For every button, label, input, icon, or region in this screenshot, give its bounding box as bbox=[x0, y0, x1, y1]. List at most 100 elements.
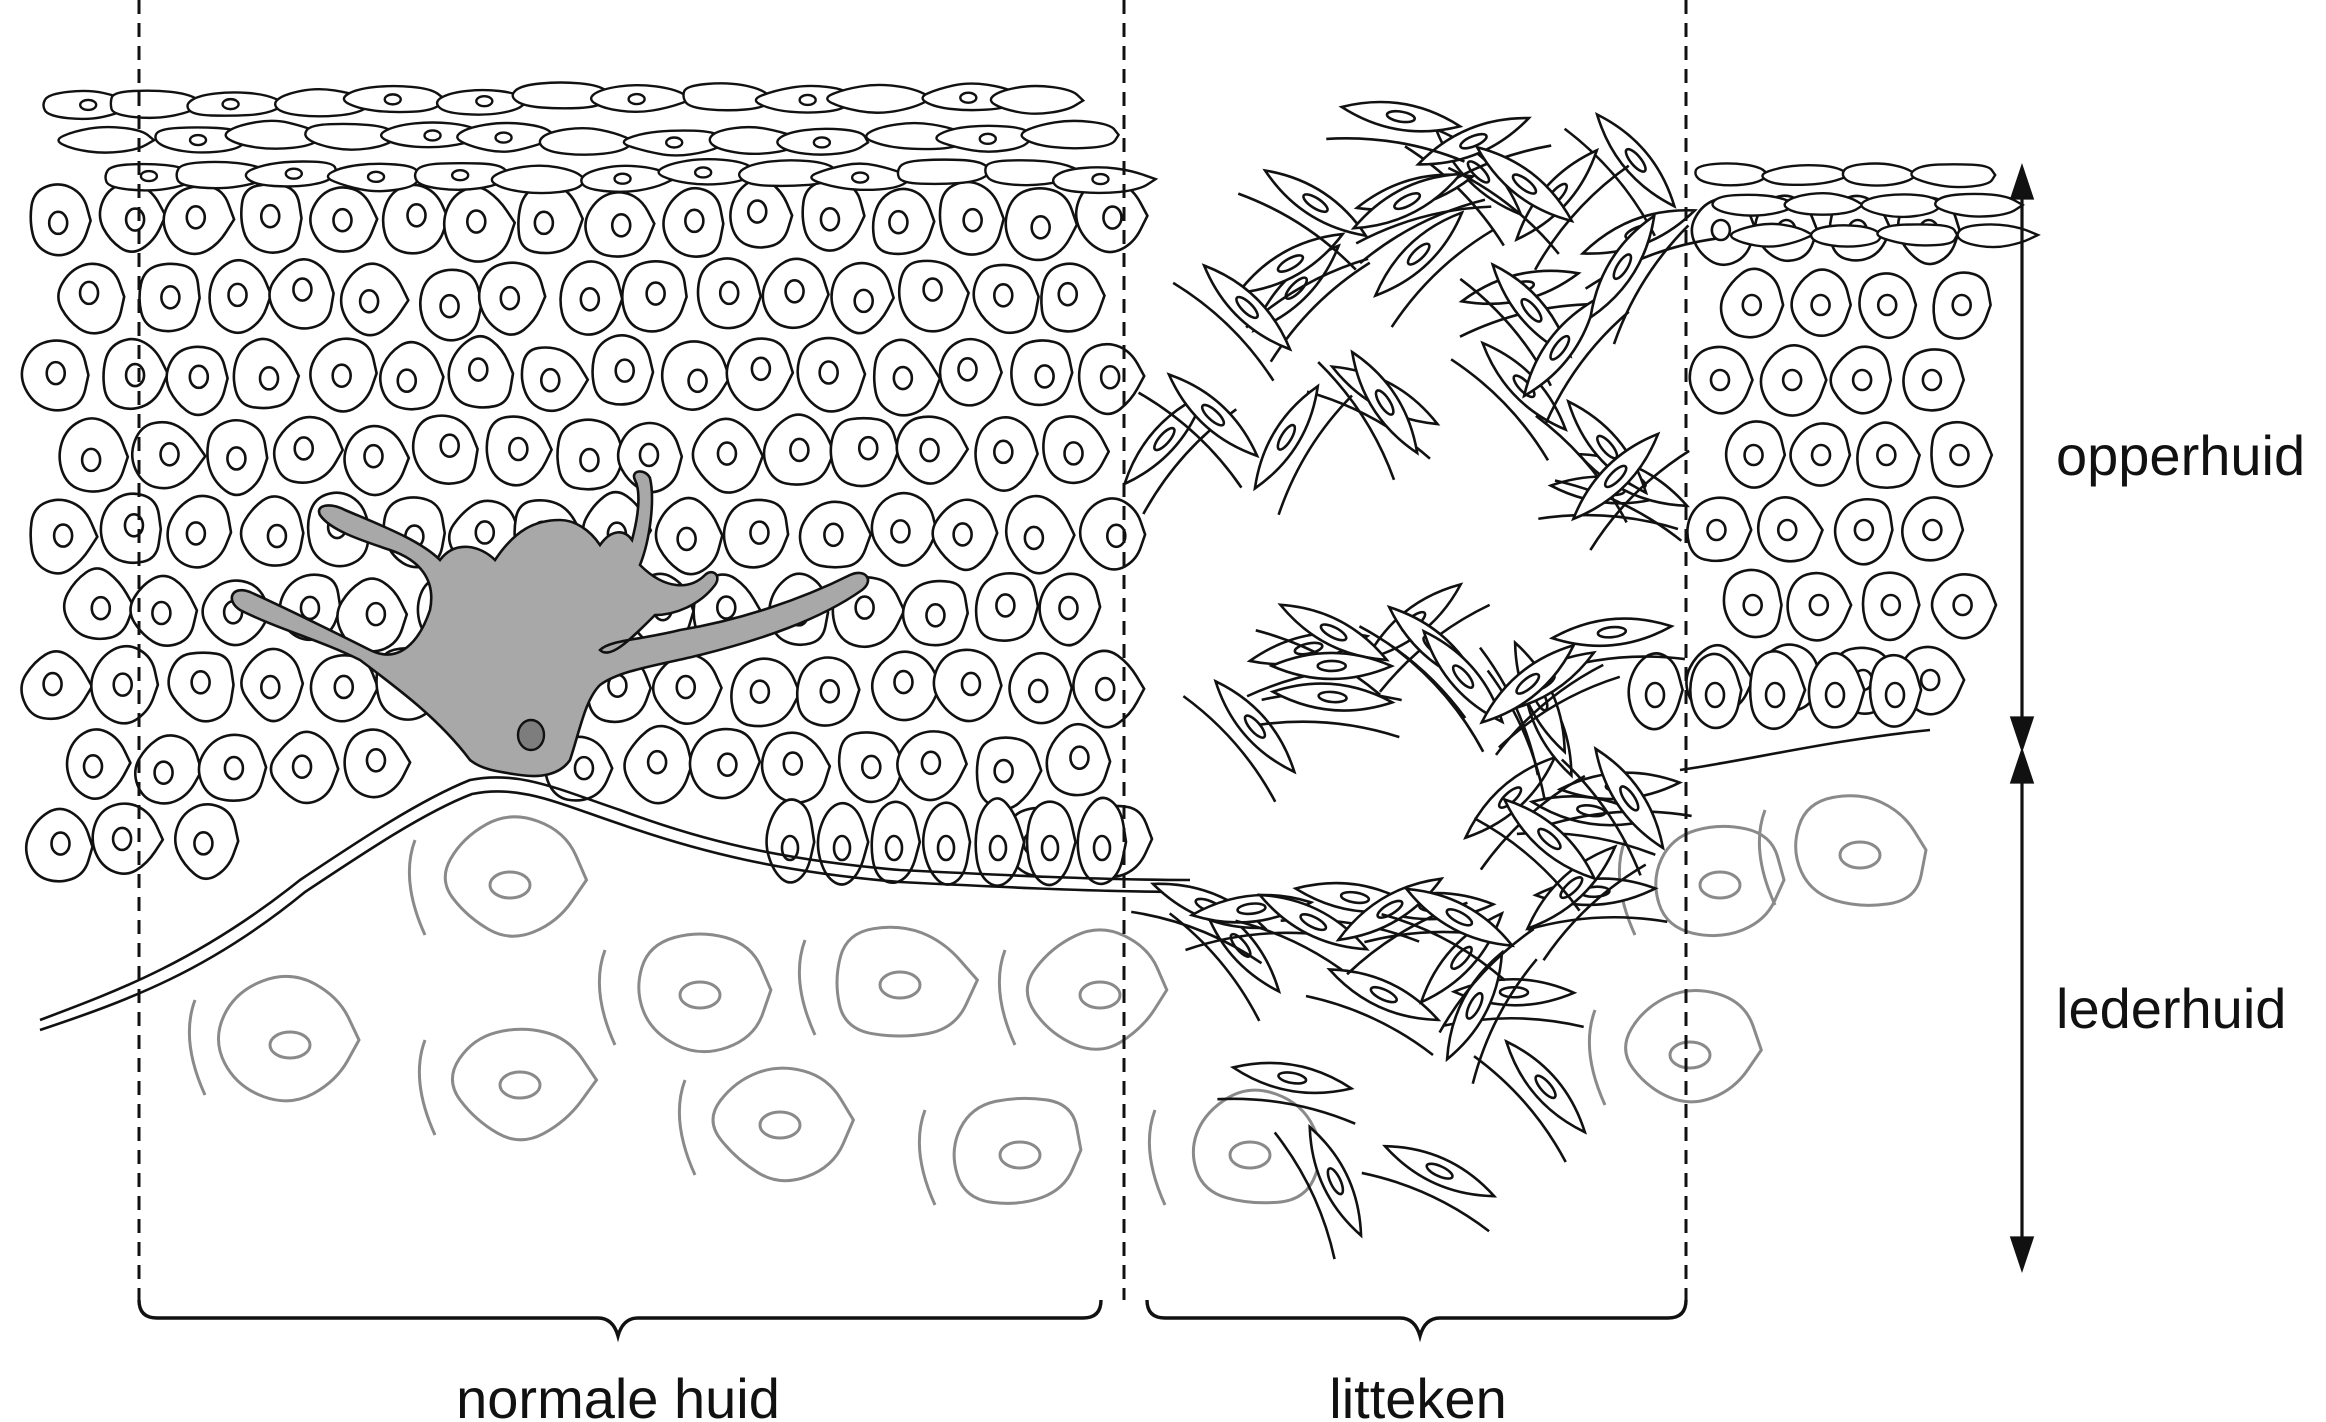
collagen-fiber bbox=[1359, 198, 1486, 265]
scar-cell bbox=[1381, 887, 1516, 982]
cell-nucleus bbox=[1319, 623, 1348, 642]
cell-nucleus bbox=[1057, 281, 1079, 307]
cell-nucleus bbox=[893, 669, 914, 695]
cell-nucleus bbox=[259, 203, 281, 229]
cell-nucleus bbox=[819, 679, 841, 704]
cell-nucleus bbox=[812, 136, 832, 149]
cell-nucleus bbox=[193, 831, 214, 856]
collagen-fiber bbox=[1538, 513, 1679, 531]
cell-nucleus bbox=[750, 356, 772, 382]
cell-nucleus bbox=[406, 203, 427, 228]
cell-nucleus bbox=[1949, 443, 1970, 467]
cell-nucleus bbox=[111, 826, 133, 852]
cell-nucleus bbox=[1027, 678, 1049, 704]
cell-nucleus bbox=[333, 674, 355, 700]
cell-nucleus bbox=[499, 285, 521, 311]
cell-nucleus bbox=[1876, 293, 1898, 317]
cell-nucleus bbox=[160, 285, 181, 310]
cell-nucleus bbox=[494, 131, 513, 144]
cell-nucleus bbox=[920, 750, 942, 776]
collagen-fiber bbox=[1217, 1097, 1356, 1125]
cell-nucleus bbox=[1880, 593, 1902, 617]
cell-nucleus bbox=[579, 447, 600, 473]
collagen-fiber bbox=[1317, 361, 1396, 481]
cell-nucleus bbox=[1465, 991, 1484, 1020]
cell-nucleus bbox=[396, 368, 418, 394]
cell-nucleus bbox=[1276, 254, 1305, 273]
cell-nucleus bbox=[1276, 423, 1297, 451]
cell-nucleus bbox=[819, 207, 841, 232]
scar-cell bbox=[1390, 628, 1505, 753]
dermis-nucleus bbox=[678, 980, 722, 1010]
collagen-fiber bbox=[1381, 912, 1506, 982]
cell-nucleus bbox=[1406, 242, 1431, 266]
collagen-fiber bbox=[1554, 479, 1683, 542]
cell-nucleus bbox=[1922, 518, 1943, 542]
cell-nucleus bbox=[823, 522, 844, 548]
cell-nucleus bbox=[1326, 1167, 1345, 1196]
collagen-fiber bbox=[1473, 1055, 1567, 1163]
dermis-fiber bbox=[597, 949, 617, 1046]
cell-nucleus bbox=[45, 360, 67, 386]
dermis-cell bbox=[216, 974, 361, 1103]
cell-nucleus bbox=[190, 670, 211, 695]
cell-nucleus bbox=[1063, 441, 1084, 466]
cell-nucleus bbox=[1451, 664, 1475, 690]
collagen-fiber bbox=[1584, 237, 1717, 290]
cell-nucleus bbox=[258, 366, 280, 391]
cell-nucleus bbox=[266, 523, 288, 549]
cell-nucleus bbox=[988, 834, 1008, 862]
cell-nucleus bbox=[959, 91, 978, 104]
dermis-fiber bbox=[187, 999, 207, 1096]
cell-nucleus bbox=[892, 365, 914, 391]
scar-cell bbox=[1447, 145, 1575, 255]
cell-nucleus bbox=[78, 98, 98, 112]
cell-nucleus bbox=[124, 362, 146, 388]
cell-nucleus bbox=[185, 521, 207, 546]
cell-nucleus bbox=[1921, 368, 1943, 392]
cell-nucleus bbox=[465, 209, 487, 234]
cell-nucleus bbox=[1764, 681, 1786, 709]
cell-nucleus bbox=[1776, 518, 1798, 542]
cell-nucleus bbox=[1781, 368, 1803, 392]
surface-cell bbox=[304, 122, 401, 151]
cell-nucleus bbox=[888, 209, 909, 235]
dermis-nucleus bbox=[758, 1110, 802, 1140]
collagen-fiber bbox=[1589, 449, 1690, 551]
cell-nucleus bbox=[645, 281, 666, 306]
melanocyte bbox=[230, 470, 870, 778]
cell-nucleus bbox=[139, 169, 159, 183]
dermis-nucleus bbox=[488, 870, 532, 900]
scar-cell bbox=[1172, 263, 1293, 382]
cell-nucleus bbox=[1425, 1162, 1454, 1180]
cell-nucleus bbox=[1741, 293, 1763, 317]
cell-nucleus bbox=[1091, 172, 1110, 186]
cell-nucleus bbox=[1092, 834, 1112, 862]
cell-nucleus bbox=[1810, 293, 1831, 317]
cell-nucleus bbox=[1299, 913, 1328, 932]
scar-cell bbox=[1253, 383, 1353, 516]
cell-nucleus bbox=[995, 593, 1016, 618]
collagen-fiber bbox=[1533, 164, 1630, 271]
collagen-fiber bbox=[1551, 810, 1692, 826]
cell-nucleus bbox=[292, 277, 313, 302]
basement-membrane bbox=[39, 728, 1931, 1032]
cell-nucleus bbox=[638, 442, 660, 468]
cell-nucleus bbox=[1520, 297, 1543, 323]
cell-nucleus bbox=[1884, 681, 1906, 709]
cell-nucleus bbox=[1549, 334, 1571, 361]
cell-nucleus bbox=[579, 287, 601, 312]
surface-cell bbox=[989, 84, 1086, 115]
cell-nucleus bbox=[331, 363, 352, 388]
cell-nucleus bbox=[693, 166, 713, 179]
dashed-guides bbox=[137, 0, 1688, 1300]
dermis-nucleus bbox=[998, 1140, 1042, 1170]
dermis-fiber bbox=[997, 949, 1017, 1046]
dermis-fiber bbox=[677, 1079, 697, 1176]
surface-cell bbox=[1876, 223, 1959, 247]
cell-nucleus bbox=[291, 754, 313, 779]
cell-nucleus bbox=[1316, 659, 1348, 673]
scar-cell bbox=[1473, 797, 1597, 912]
cell-nucleus bbox=[614, 358, 636, 383]
cell-nucleus bbox=[1952, 593, 1973, 617]
